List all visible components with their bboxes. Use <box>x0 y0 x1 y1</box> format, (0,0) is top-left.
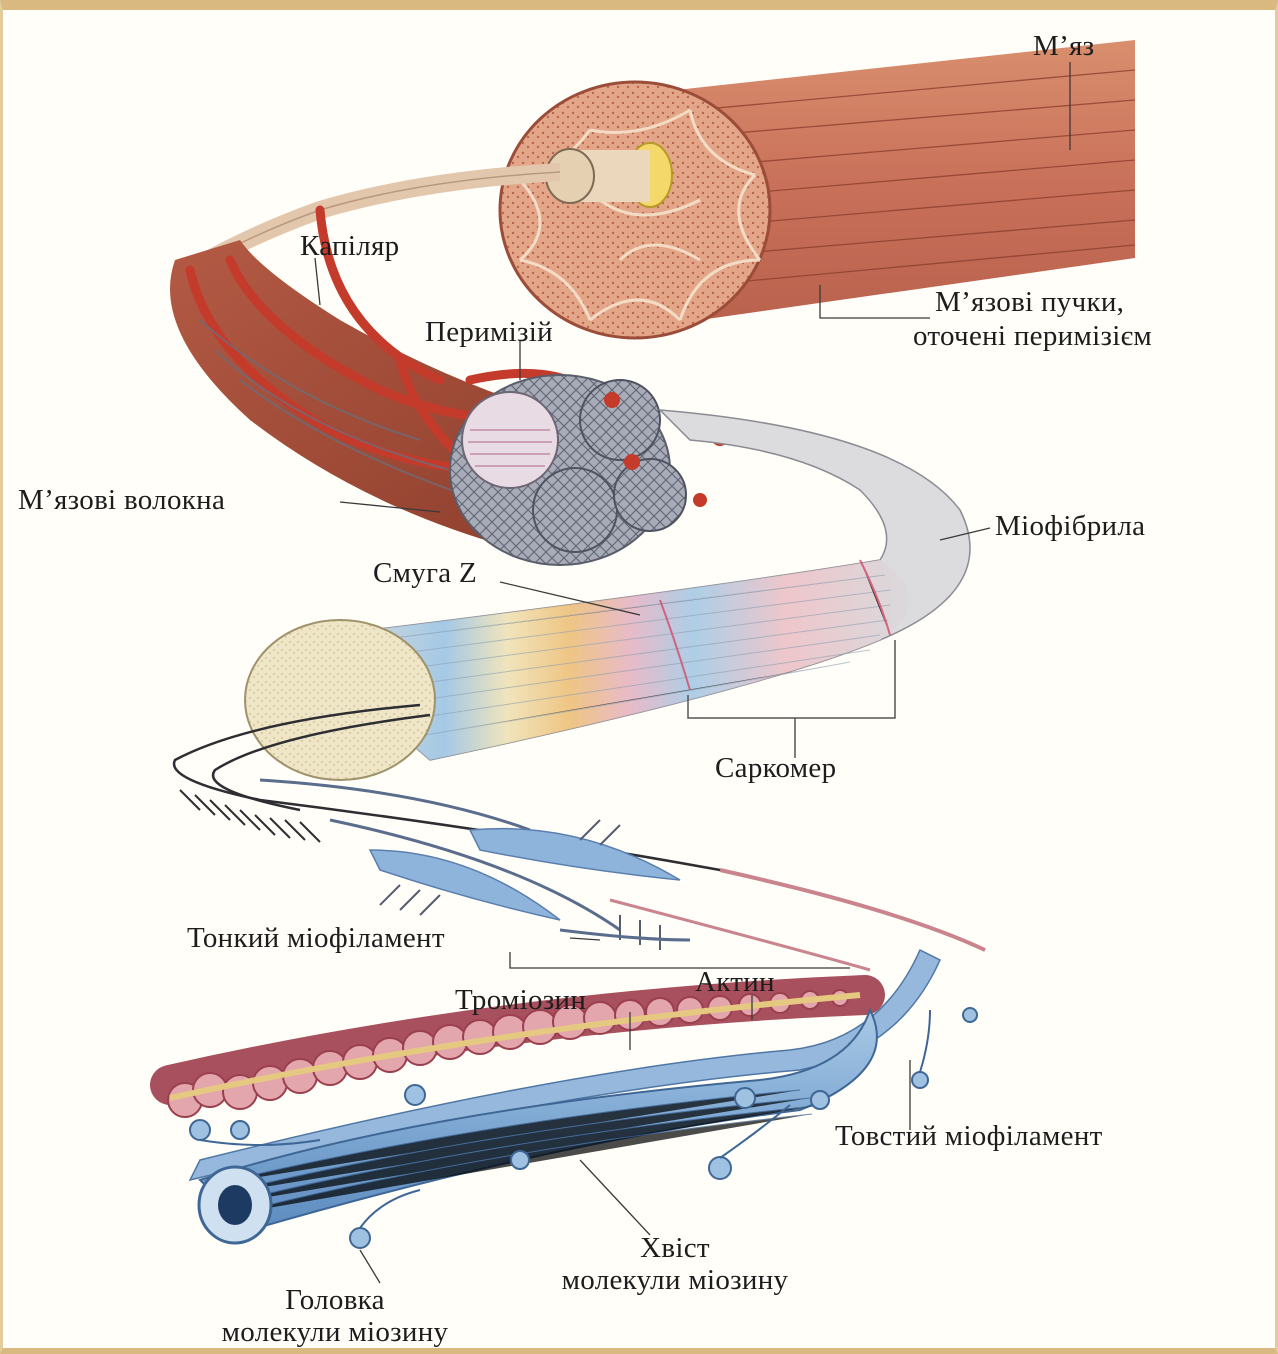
label-muscle-bundles-line1: М’язові пучки, <box>935 286 1124 318</box>
label-perimysium: Перимізій <box>425 316 553 348</box>
label-thin-filament: Тонкий міофіламент <box>187 922 445 954</box>
label-sarcomere: Саркомер <box>715 752 836 784</box>
label-capillary: Капіляр <box>300 230 399 262</box>
label-actin: Актин <box>695 966 775 998</box>
label-muscle-fibers: М’язові волокна <box>18 484 225 516</box>
label-myosin-tail-line1: Хвіст <box>500 1232 850 1264</box>
label-muscle-bundles-line2: оточені перимізієм <box>913 320 1152 352</box>
label-myosin-tail-line2: молекули міозину <box>500 1264 850 1296</box>
label-z-band: Смуга Z <box>373 557 477 589</box>
label-myosin-head-line2: молекули міозину <box>160 1316 510 1348</box>
label-myofibril: Міофібрила <box>995 510 1145 542</box>
label-tropomyosin: Троміозин <box>455 984 586 1016</box>
label-thick-filament: Товстий міофіламент <box>835 1120 1103 1152</box>
label-myosin-head-line1: Головка <box>160 1284 510 1316</box>
label-muscle: М’яз <box>1033 30 1094 62</box>
